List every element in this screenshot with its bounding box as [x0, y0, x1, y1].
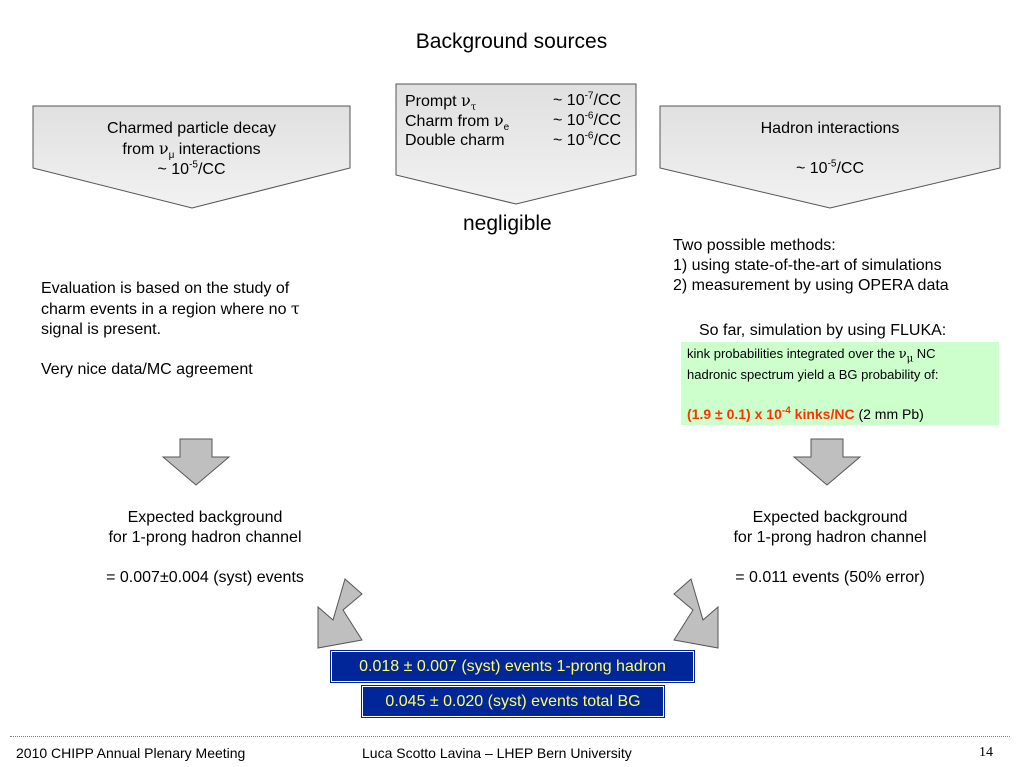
right-explanation: Two possible methods: 1) using state-of-…: [673, 237, 949, 294]
left-pentagon-text: Charmed particle decay from νμ interacti…: [33, 119, 350, 180]
negligible-label: negligible: [463, 212, 552, 235]
right-expected-background: Expected background for 1-prong hadron c…: [705, 508, 955, 588]
right-diagonal-arrow-icon: [673, 578, 719, 649]
result-1-prong-hadron: 0.018 ± 0.007 (syst) events 1-prong hadr…: [330, 650, 695, 683]
right-pentagon-text: Hadron interactions ~ 10-5/CC: [660, 119, 1000, 179]
left-pentagon-line1: Charmed particle decay: [107, 120, 276, 137]
footer-author: Luca Scotto Lavina – LHEP Bern Universit…: [362, 745, 632, 761]
right-down-arrow-icon: [792, 438, 862, 486]
right-expected-value: = 0.011 events (50% error): [735, 569, 925, 586]
footer-page-number: 14: [979, 745, 993, 760]
left-down-arrow-icon: [161, 438, 231, 486]
left-explanation: Evaluation is based on the study of char…: [41, 280, 300, 378]
fluka-label: So far, simulation by using FLUKA:: [699, 322, 947, 339]
left-pentagon-line2: from νμ interactions: [122, 139, 261, 162]
slide-title: Background sources: [415, 30, 608, 53]
left-pentagon-rate: ~ 10-5/CC: [157, 159, 226, 178]
left-expected-background: Expected background for 1-prong hadron c…: [80, 508, 330, 588]
right-pentagon-rate: ~ 10-5/CC: [795, 158, 865, 177]
footer-divider: [10, 736, 1010, 737]
right-pentagon-line1: Hadron interactions: [760, 120, 900, 137]
kink-probability: (1.9 ± 0.1) x 10-4 kinks/NC (2 mm Pb): [687, 405, 924, 422]
nu-symbol: ν: [158, 139, 169, 158]
tau-symbol: τ: [290, 299, 300, 318]
left-expected-value: = 0.007±0.004 (syst) events: [106, 569, 304, 586]
footer-meeting: 2010 CHIPP Annual Plenary Meeting: [16, 745, 246, 761]
left-diagonal-arrow-icon: [317, 578, 363, 649]
result-total-bg: 0.045 ± 0.020 (syst) events total BG: [361, 685, 665, 718]
fluka-result-box: kink probabilities integrated over the ν…: [681, 342, 999, 425]
